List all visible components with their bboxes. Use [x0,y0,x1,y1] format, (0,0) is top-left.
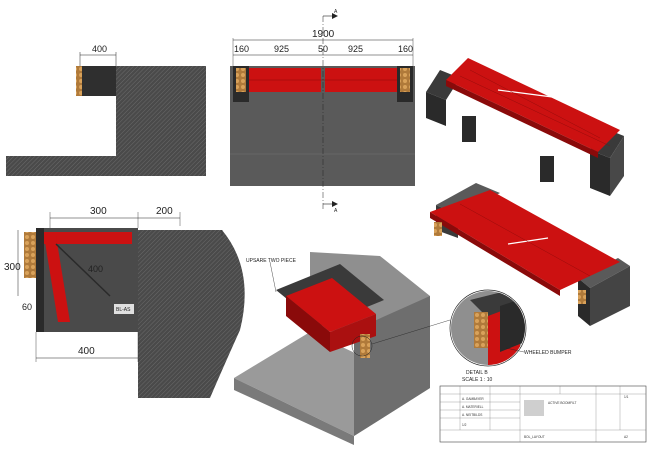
tb-name-2: A. MATERIELL [462,405,484,409]
dim-front-1900: 1900 [312,29,335,40]
title-block: A. GAMBAYER A. MATERIELL A. NEITBILDS AC… [439,385,647,443]
tb-sheet: 1/1 [624,395,629,399]
dim-plan-400-bottom: 400 [78,346,95,357]
section-mark-bottom: A [334,208,338,214]
spare-callout: UPSARE TWO PIECE [246,258,297,264]
side-view: 400 [6,44,206,176]
tb-size: A2 [624,435,628,439]
dim-front-160-left: 160 [234,44,249,54]
dim-side-400: 400 [92,44,107,54]
tb-rev: 1/2 [462,423,467,427]
front-view: A A 1900 160 925 50 925 160 [230,9,415,214]
iso-view-top [426,58,624,196]
section-mark-top: A [334,9,338,15]
detail-scale: SCALE 1 : 10 [462,377,493,383]
iso-section-view: UPSARE TWO PIECE [234,252,451,445]
iso-view-middle [430,183,630,326]
tb-name-3: A. NEITBILDS [462,413,482,417]
tb-name-1: A. GAMBAYER [462,397,484,401]
dim-front-50: 50 [318,44,328,54]
dim-front-160-right: 160 [398,44,413,54]
dim-front-925-left: 925 [274,44,289,54]
dim-front-925-right: 925 [348,44,363,54]
dim-plan-300-left: 300 [4,262,21,273]
wheeled-bumper-callout: WHEELED BUMPER [524,350,572,356]
dim-plan-300-top: 300 [90,206,107,217]
tb-drawing-name: BOL_LAYOUT [524,435,545,439]
dim-plan-200-top: 200 [156,206,173,217]
dim-plan-400-diag: 400 [88,264,103,274]
dim-plan-60: 60 [22,302,32,312]
tb-company: ACTIVE BOOMFILT [548,401,577,405]
detail-title: DETAIL B [466,370,488,376]
detail-b: WHEELED BUMPER DETAIL B SCALE 1 : 10 [449,289,572,383]
plan-panel-label: BL-AS [116,307,131,313]
plan-view: BL-AS 300 200 300 60 400 400 [4,206,245,398]
